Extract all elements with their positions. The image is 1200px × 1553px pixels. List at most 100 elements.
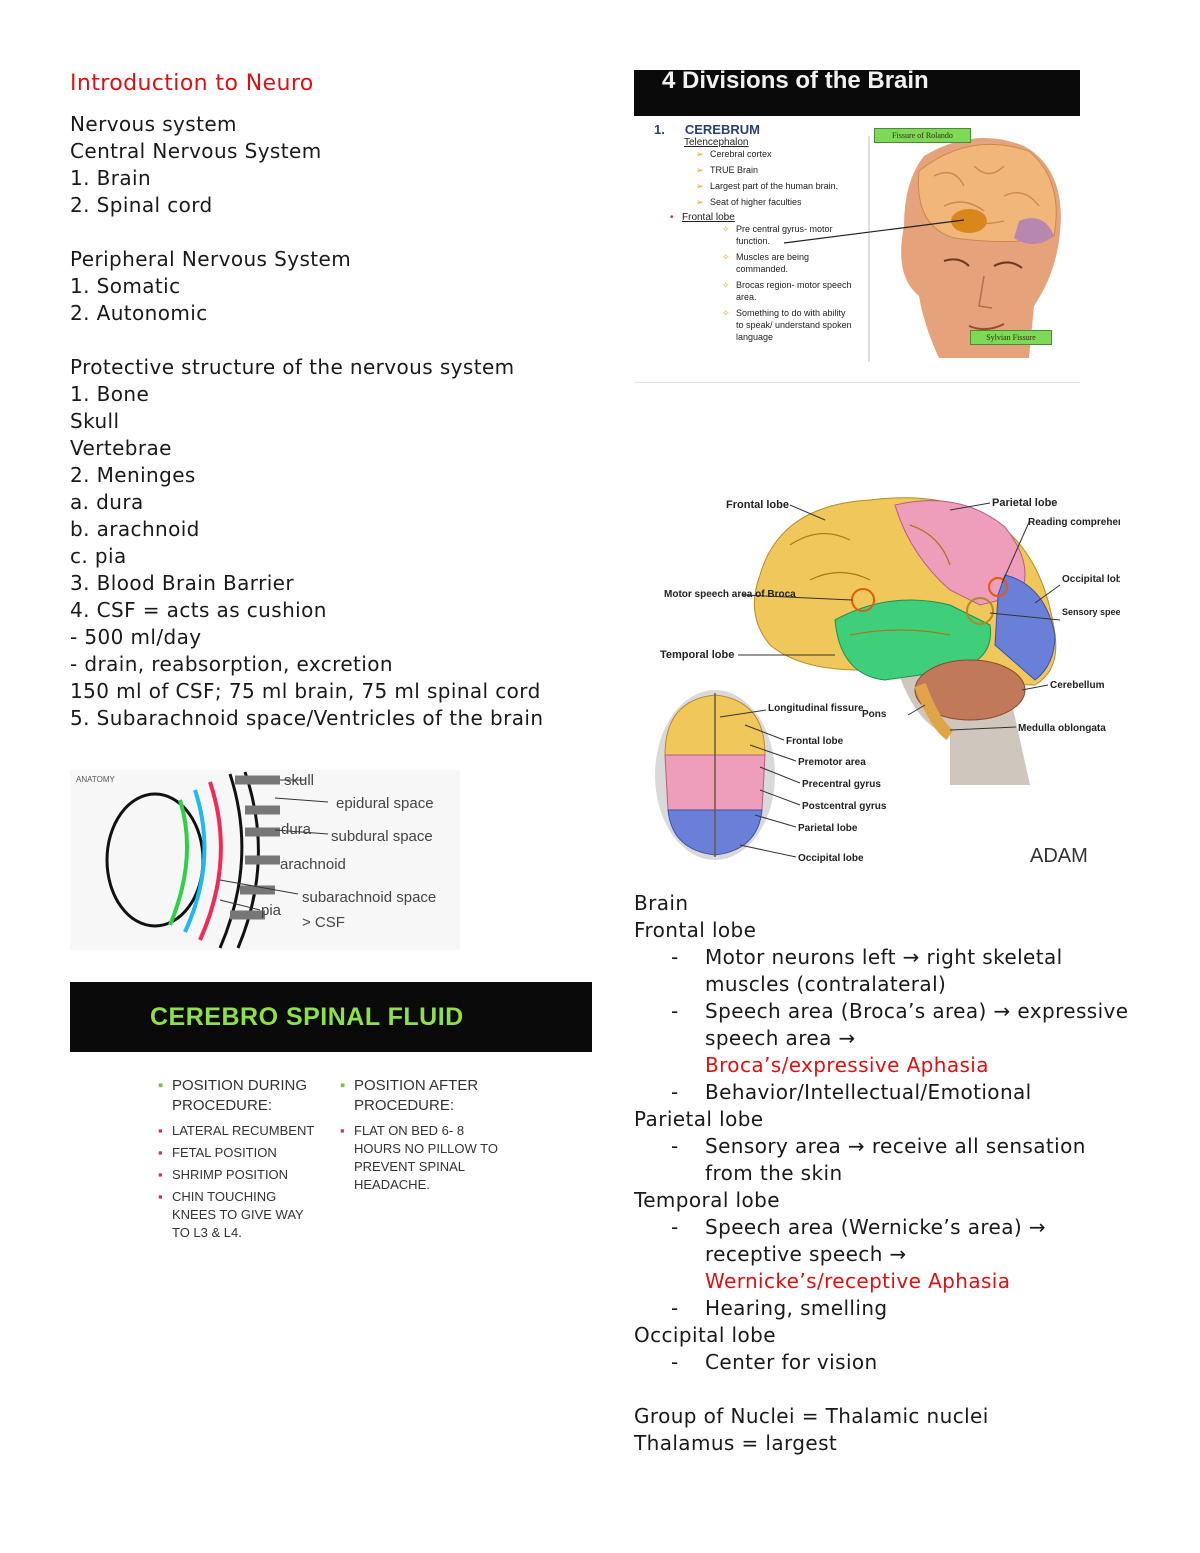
temporal-item-1: -Speech area (Wernicke’s area) → recepti… — [671, 1215, 1047, 1293]
list-item: ▪ CHIN TOUCHING KNEES TO GIVE WAY TO L3 &… — [158, 1188, 318, 1242]
label-csf: > CSF — [302, 914, 345, 931]
csf-during-heading: POSITION DURING PROCEDURE: — [172, 1077, 308, 1114]
bullet-icon: ➢ — [696, 165, 704, 175]
divisions-bullets: ➢Cerebral cortex➢TRUE Brain➢Largest part… — [654, 148, 854, 208]
right-notes: Brain Frontal lobe -Motor neurons left →… — [634, 890, 1134, 1457]
note-line: 4. CSF = acts as cushion — [70, 598, 327, 622]
label-premotor: Premotor area — [798, 757, 866, 768]
list-item-text: CHIN TOUCHING KNEES TO GIVE WAY TO L3 & … — [172, 1189, 304, 1240]
note-line: c. pia — [70, 544, 127, 568]
note-line: 3. Blood Brain Barrier — [70, 571, 294, 595]
label-cerebellum: Cerebellum — [1050, 680, 1105, 691]
parietal-item-1-text: Sensory area → receive all sensation fro… — [705, 1134, 1086, 1185]
bullet-icon: ✧ — [722, 308, 730, 318]
bullet-icon: ▪ — [158, 1123, 163, 1138]
note-line — [70, 327, 610, 354]
divisions-subheading: Telencephalon — [684, 137, 749, 148]
list-item: ✧Muscles are being commanded. — [722, 251, 854, 275]
label-skull: skull — [284, 772, 314, 789]
csf-during-list: ▪ LATERAL RECUMBENT ▪ FETAL POSITION ▪ SHRIMP… — [158, 1122, 318, 1242]
frontal-item-2-text: Speech area (Broca’s area) → expressive … — [705, 999, 1129, 1050]
label-temporal-lobe: Temporal lobe — [660, 649, 734, 661]
csf-after-heading: POSITION AFTER PROCEDURE: — [354, 1077, 479, 1114]
note-line: b. arachnoid — [70, 517, 200, 541]
meninges-figure: ANATOMY skull epidural space dura subdur… — [70, 770, 460, 950]
thalamus-largest: Thalamus = largest — [634, 1431, 838, 1455]
note-line: Central Nervous System — [70, 139, 322, 163]
note-line: a. dura — [70, 490, 144, 514]
bullet-icon: ▪ — [158, 1167, 163, 1182]
list-item: ✧Something to do with ability to speak/ … — [722, 307, 854, 343]
csf-after-list: ▪FLAT ON BED 6- 8 HOURS NO PILLOW TO PRE… — [340, 1122, 500, 1194]
list-item: ▪FLAT ON BED 6- 8 HOURS NO PILLOW TO PRE… — [340, 1122, 500, 1194]
list-item: ▪ LATERAL RECUMBENT — [158, 1122, 318, 1140]
label-wernicke: Sensory speech area of Wernicke — [1062, 607, 1120, 617]
thalamic-nuclei: Group of Nuclei = Thalamic nuclei — [634, 1404, 989, 1428]
heading-occipital: Occipital lobe — [634, 1323, 776, 1347]
bullet-icon: ✧ — [722, 224, 730, 234]
list-item: ✧Pre central gyrus- motor function. — [722, 223, 854, 247]
frontal-item-2: -Speech area (Broca’s area) → expressive… — [671, 999, 1129, 1077]
list-item: ▪ SHRIMP POSITION — [158, 1166, 318, 1184]
temporal-item-1-text: Speech area (Wernicke’s area) → receptiv… — [705, 1215, 1047, 1266]
label-precentral: Precentral gyrus — [802, 779, 881, 790]
note-line: Protective structure of the nervous syst… — [70, 355, 515, 379]
note-line: Vertebrae — [70, 436, 172, 460]
page-title: Introduction to Neuro — [70, 71, 314, 96]
note-line: 1. Somatic — [70, 274, 181, 298]
label-postcentral: Postcentral gyrus — [802, 801, 887, 812]
note-line: - drain, reabsorption, excretion — [70, 652, 393, 676]
label-subdural: subdural space — [331, 828, 433, 845]
label-arachnoid: arachnoid — [280, 856, 346, 873]
label-pia: pia — [261, 902, 282, 919]
list-item: ✧Brocas region- motor speech area. — [722, 279, 854, 303]
list-item: ➢ Largest part of the human brain. — [696, 180, 854, 192]
heading-frontal: Frontal lobe — [634, 918, 757, 942]
label-top-parietal: Parietal lobe — [798, 823, 858, 834]
note-line: 2. Meninges — [70, 463, 196, 487]
divisions-frontal: Frontal lobe — [682, 212, 735, 223]
list-item: ➢Seat of higher faculties — [696, 196, 854, 208]
divisions-title: 4 Divisions of the Brain — [634, 69, 1080, 116]
list-item-text: Muscles are being commanded. — [736, 252, 810, 274]
label-longitudinal-fissure: Longitudinal fissure — [768, 703, 864, 714]
top-brain — [655, 690, 775, 860]
frontal-item-3-text: Behavior/Intellectual/Emotional — [705, 1080, 1032, 1104]
occipital-item-1: -Center for vision — [671, 1350, 878, 1374]
bullet-icon: ▪ — [158, 1145, 163, 1160]
bullet-icon: ➢ — [696, 149, 704, 159]
note-line: Nervous system — [70, 112, 237, 136]
label-pons: Pons — [862, 709, 887, 720]
bullet-icon: ➢ — [696, 181, 704, 191]
note-line: Skull — [70, 409, 120, 433]
label-epidural: epidural space — [336, 795, 434, 812]
divisions-heading: CEREBRUM — [684, 122, 760, 137]
note-line: 1. Brain — [70, 166, 152, 190]
temporal-item-2-text: Hearing, smelling — [705, 1296, 888, 1320]
brain-lobes-figure: Frontal lobe Parietal lobe Reading compr… — [650, 485, 1200, 870]
label-occipital-lobe: Occipital lobe — [1062, 574, 1120, 585]
heading-brain: Brain — [634, 891, 689, 915]
frontal-item-1: -Motor neurons left → right skeletal mus… — [671, 945, 1063, 996]
heading-temporal: Temporal lobe — [634, 1188, 780, 1212]
occipital-item-1-text: Center for vision — [705, 1350, 878, 1374]
note-line: 1. Bone — [70, 382, 150, 406]
list-item-text: FLAT ON BED 6- 8 HOURS NO PILLOW TO PREV… — [354, 1123, 498, 1192]
list-item: ➢TRUE Brain — [696, 164, 854, 176]
list-item: ▪ FETAL POSITION — [158, 1144, 318, 1162]
note-line: 2. Autonomic — [70, 301, 208, 325]
note-line: 150 ml of CSF; 75 ml brain, 75 ml spinal… — [70, 679, 541, 703]
head-illustration — [868, 136, 1061, 362]
divisions-pointer — [783, 219, 965, 244]
list-item-text: Largest part of the human brain. — [710, 181, 839, 191]
bullet-icon: ▪ — [158, 1189, 163, 1204]
temporal-item-2: -Hearing, smelling — [671, 1296, 888, 1320]
list-item-text: SHRIMP POSITION — [172, 1167, 289, 1182]
note-line: - 500 ml/day — [70, 625, 202, 649]
list-item-text: FETAL POSITION — [172, 1145, 277, 1160]
list-item-text: LATERAL RECUMBENT — [172, 1123, 315, 1138]
label-frontal-lobe: Frontal lobe — [726, 499, 789, 511]
frontal-item-1-text: Motor neurons left → right skeletal musc… — [705, 945, 1063, 996]
